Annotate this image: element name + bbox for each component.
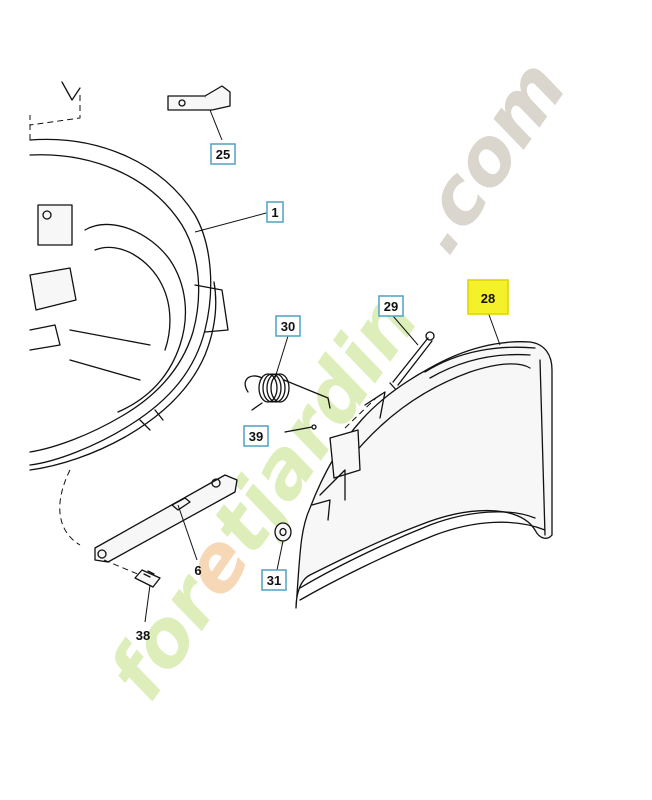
callout-30: 30 [275, 315, 301, 337]
leader-6 [177, 504, 198, 561]
svg-text:29: 29 [384, 299, 398, 314]
callout-25: 25 [210, 143, 236, 165]
watermark-domain: .com [390, 45, 585, 269]
leader-1 [194, 211, 271, 233]
svg-text:28: 28 [481, 291, 495, 306]
bracket-part [167, 85, 231, 111]
leader-38 [144, 584, 151, 623]
svg-text:39: 39 [249, 429, 263, 444]
leader-28 [487, 311, 501, 346]
spring-part [244, 373, 331, 411]
discharge-deflector [295, 341, 553, 609]
leader-25 [209, 109, 223, 141]
bolt-part [134, 569, 161, 588]
leader-29 [392, 315, 419, 346]
svg-text:1: 1 [271, 205, 278, 220]
deck-housing [29, 81, 229, 471]
callout-29: 29 [378, 295, 404, 317]
leader-30 [274, 335, 289, 379]
leader-31 [276, 540, 284, 571]
callout-6: 6 [194, 563, 201, 578]
callout-28: 28 [467, 279, 509, 315]
svg-text:25: 25 [216, 147, 230, 162]
washer-part [274, 522, 292, 542]
lever-arm [94, 474, 238, 563]
svg-text:31: 31 [267, 573, 281, 588]
svg-text:6: 6 [194, 563, 201, 578]
callout-1: 1 [266, 201, 284, 223]
pin-part [284, 424, 317, 433]
svg-text:30: 30 [281, 319, 295, 334]
callout-39: 39 [243, 425, 269, 447]
callout-31: 31 [261, 569, 287, 591]
callout-38: 38 [136, 628, 150, 643]
svg-text:38: 38 [136, 628, 150, 643]
